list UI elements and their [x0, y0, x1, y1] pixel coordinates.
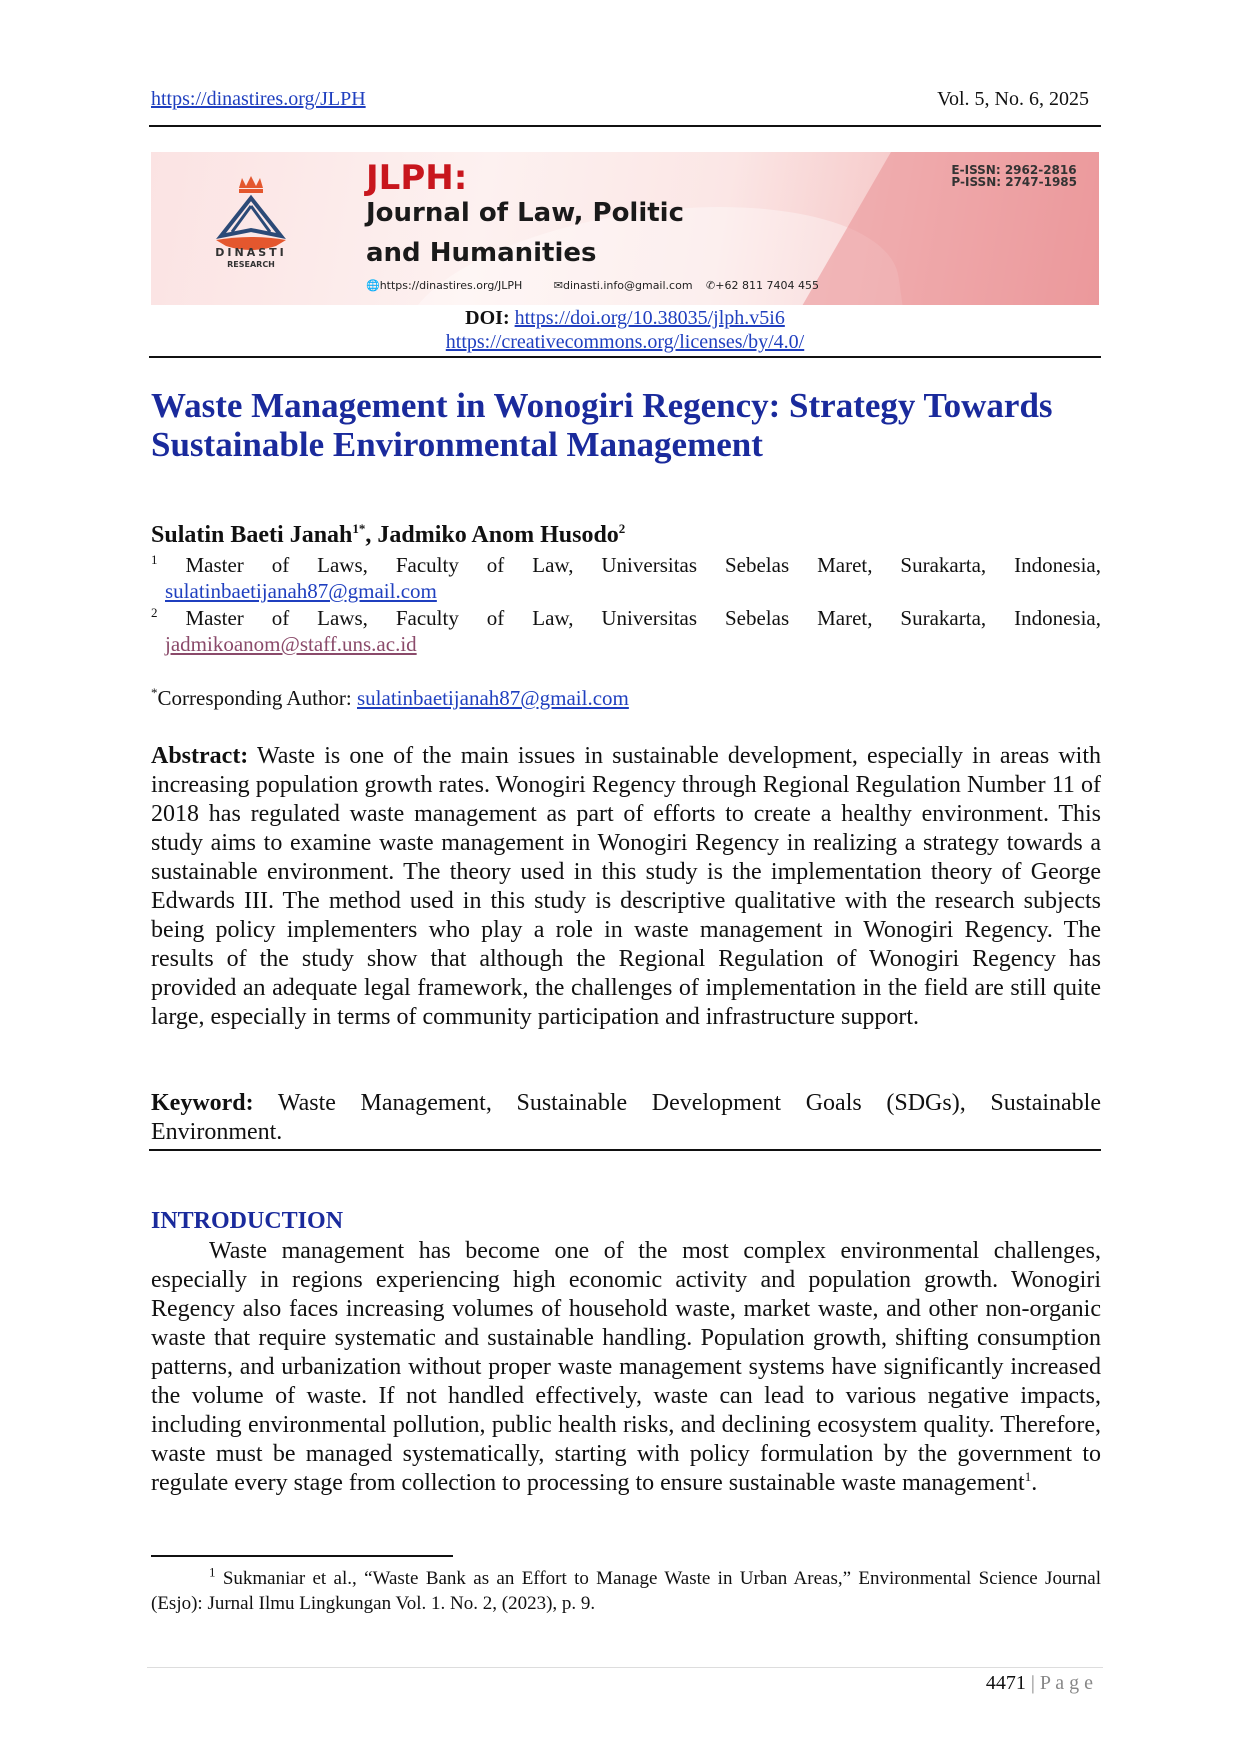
- header-rule: [149, 125, 1101, 127]
- corresponding-email-link[interactable]: sulatinbaetijanah87@gmail.com: [357, 686, 629, 710]
- phone-icon: ✆: [706, 279, 716, 292]
- license-link[interactable]: https://creativecommons.org/licenses/by/…: [445, 331, 805, 353]
- dinasti-logo-icon: [216, 176, 286, 250]
- authors: Sulatin Baeti Janah1*, Jadmiko Anom Huso…: [151, 521, 626, 548]
- affiliation-email-link[interactable]: sulatinbaetijanah87@gmail.com: [165, 579, 437, 603]
- doi-link[interactable]: https://doi.org/10.38035/jlph.v5i6: [514, 307, 785, 329]
- footnote: 1 Sukmaniar et al., “Waste Bank as an Ef…: [151, 1564, 1101, 1614]
- abstract: Abstract: Waste is one of the main issue…: [151, 743, 1101, 1030]
- journal-name-2: and Humanities: [366, 238, 597, 268]
- affiliation-2: 2 Master of Laws, Faculty of Law, Univer…: [151, 605, 1101, 656]
- abstract-rule: [149, 1149, 1101, 1151]
- globe-icon: 🌐: [366, 279, 380, 292]
- banner-website: https://dinastires.org/JLPH: [379, 279, 523, 292]
- corresponding-author: *Corresponding Author: sulatinbaetijanah…: [151, 685, 629, 710]
- journal-abbr: JLPH:: [366, 158, 468, 198]
- p-issn: P-ISSN: 2747-1985: [951, 175, 1077, 189]
- journal-banner: DINASTI RESEARCH JLPH: Journal of Law, P…: [151, 152, 1099, 305]
- author-name: Sulatin Baeti Janah: [151, 522, 353, 548]
- affiliation-email-link[interactable]: jadmikoanom@staff.uns.ac.id: [165, 632, 417, 656]
- journal-url-link[interactable]: https://dinastires.org/JLPH: [151, 88, 366, 110]
- banner-email: dinasti.info@gmail.com: [563, 279, 693, 292]
- logo-sub: RESEARCH: [227, 260, 275, 269]
- footnote-rule: [151, 1555, 453, 1557]
- e-issn: E-ISSN: 2962-2816: [951, 163, 1077, 177]
- volume-info: Vol. 5, No. 6, 2025: [937, 88, 1089, 110]
- introduction-paragraph: Waste management has become one of the m…: [151, 1238, 1101, 1496]
- affiliation-1: 1 Master of Laws, Faculty of Law, Univer…: [151, 552, 1101, 603]
- keywords: Keyword: Waste Management, Sustainable D…: [151, 1090, 1101, 1145]
- banner-rule: [149, 356, 1101, 358]
- paper-title: Waste Management in Wonogiri Regency: St…: [151, 386, 1053, 464]
- page-number: 4471 | P a g e: [985, 1672, 1093, 1694]
- author-name: Jadmiko Anom Husodo: [377, 522, 619, 548]
- doi-label: DOI:: [465, 307, 510, 329]
- footer-rule: [147, 1667, 1103, 1668]
- mail-icon: ✉: [553, 279, 564, 292]
- doi-line: DOI: https://doi.org/10.38035/jlph.v5i6: [149, 307, 1101, 330]
- journal-name-1: Journal of Law, Politic: [366, 198, 685, 228]
- banner-phone: +62 811 7404 455: [715, 279, 819, 292]
- logo-name: DINASTI: [215, 246, 287, 259]
- section-heading: INTRODUCTION: [151, 1208, 344, 1234]
